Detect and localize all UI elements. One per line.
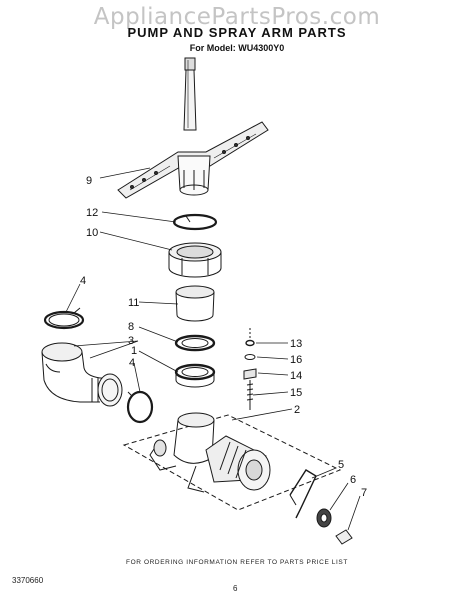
wire-spring-part-5 xyxy=(289,469,317,519)
callout-15: 15 xyxy=(290,387,302,399)
callout-8: 8 xyxy=(128,321,134,333)
sleeve-part-11 xyxy=(175,285,215,322)
callout-4-upper: 4 xyxy=(80,275,86,287)
spray-arm-part-9 xyxy=(117,57,269,199)
callout-12: 12 xyxy=(86,207,98,219)
page-number: 6 xyxy=(233,584,238,593)
clip-part-7 xyxy=(335,529,353,545)
snap-ring-part-12 xyxy=(172,213,218,231)
callout-9: 9 xyxy=(86,175,92,187)
callout-5: 5 xyxy=(338,459,344,471)
callout-7: 7 xyxy=(361,487,367,499)
seal-part-1 xyxy=(174,363,216,388)
housing-part-10 xyxy=(168,242,222,278)
callout-10: 10 xyxy=(86,227,98,239)
model-subtitle: For Model: WU4300Y0 xyxy=(189,43,285,53)
callout-labels: 9 12 10 4 11 8 3 1 4 13 16 14 15 2 5 6 7 xyxy=(80,175,367,499)
callout-1: 1 xyxy=(131,345,137,357)
callout-6: 6 xyxy=(350,474,356,486)
callout-3: 3 xyxy=(128,335,134,347)
document-number: 3370660 xyxy=(12,576,44,585)
hose-part-3 xyxy=(41,342,123,407)
callout-16: 16 xyxy=(290,354,302,366)
callout-4-lower: 4 xyxy=(129,357,135,369)
grommet-part-6 xyxy=(316,508,332,528)
page-title: PUMP AND SPRAY ARM PARTS xyxy=(127,25,347,40)
hose-clamp-part-4-upper xyxy=(43,307,85,330)
hose-clamp-part-4-lower xyxy=(126,390,154,424)
fastener-stack-13-16-14-15 xyxy=(243,328,257,410)
callout-14: 14 xyxy=(290,370,302,382)
callout-13: 13 xyxy=(290,338,302,350)
pump-motor-assembly-part-2 xyxy=(122,412,342,511)
gasket-part-8 xyxy=(174,334,216,352)
callout-2: 2 xyxy=(294,404,300,416)
leader-lines xyxy=(65,167,361,531)
callout-11: 11 xyxy=(128,297,139,309)
ordering-info-note: FOR ORDERING INFORMATION REFER TO PARTS … xyxy=(126,559,348,566)
